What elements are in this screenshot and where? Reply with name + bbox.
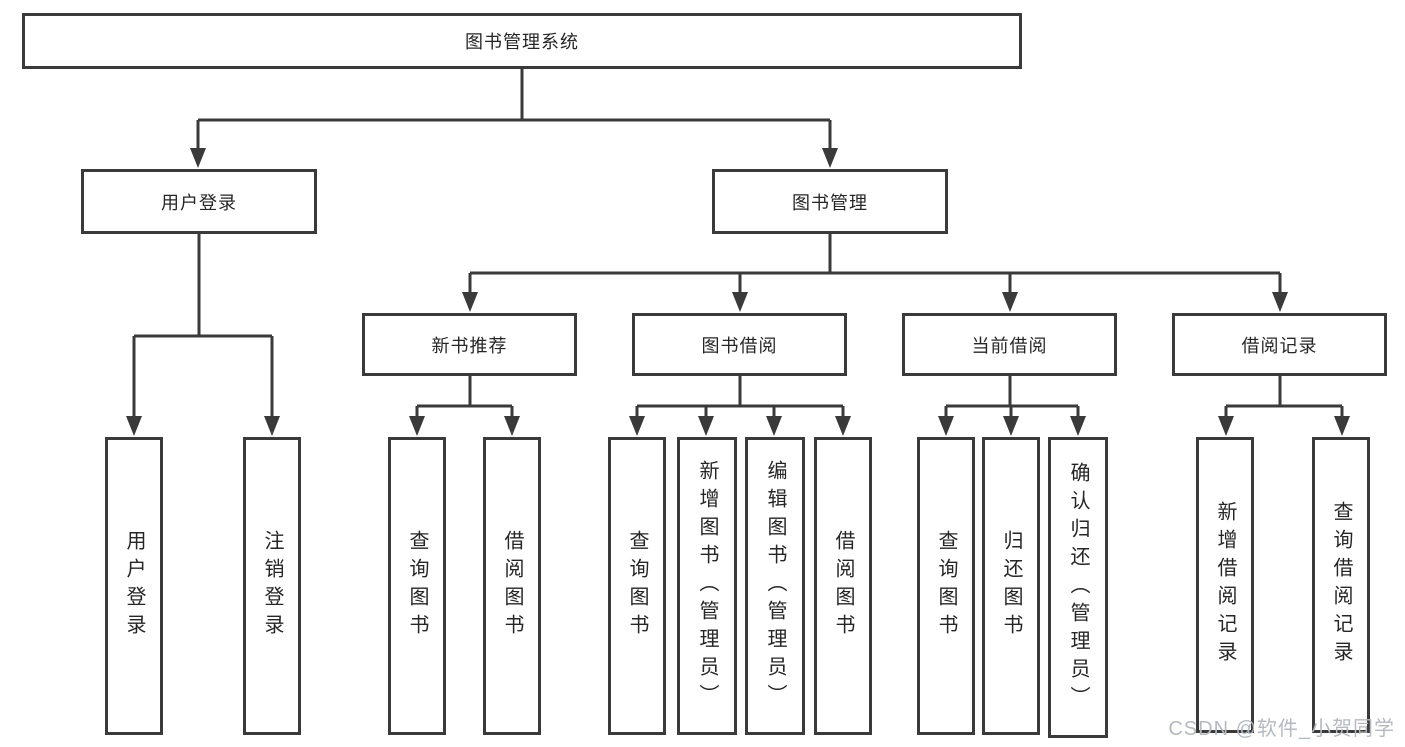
leaf-nb-borrow-book: 借阅图书 [483,437,541,735]
leaf-logout: 注销登录 [243,437,301,735]
node-label: 图书借阅 [701,335,778,356]
node-current-borrow: 当前借阅 [902,313,1117,376]
node-label: 查询图书 [406,530,428,642]
node-label: 当前借阅 [971,335,1048,356]
node-new-book-recommend: 新书推荐 [362,313,577,376]
node-label: 查询借阅记录 [1330,501,1352,669]
node-label: 借阅记录 [1241,335,1318,356]
node-label: 用户登录 [123,530,145,642]
leaf-cb-confirm-return: 确认归还（管理员） [1048,437,1108,738]
node-label: 查询图书 [626,530,648,642]
leaf-br-add-record: 新增借阅记录 [1196,437,1254,733]
node-root: 图书管理系统 [22,13,1022,69]
node-borrow-record: 借阅记录 [1172,313,1387,376]
node-user-login: 用户登录 [81,169,317,234]
node-label: 归还图书 [1000,530,1022,642]
leaf-nb-query-book: 查询图书 [388,437,446,735]
leaf-cb-return-book: 归还图书 [982,437,1040,735]
node-label: 注销登录 [261,530,283,642]
leaf-bb-query-book: 查询图书 [608,437,666,735]
leaf-br-query-record: 查询借阅记录 [1312,437,1370,733]
node-book-borrow: 图书借阅 [632,313,847,376]
node-label: 借阅图书 [501,530,523,642]
node-book-management: 图书管理 [712,169,948,234]
node-label: 图书管理 [792,192,868,213]
node-label: 新增图书（管理员） [696,460,718,712]
leaf-bb-edit-book: 编辑图书（管理员） [745,437,805,735]
node-label: 新书推荐 [431,335,508,356]
node-label: 借阅图书 [832,530,854,642]
leaf-cb-query-book: 查询图书 [917,437,975,735]
leaf-bb-borrow-book: 借阅图书 [814,437,872,735]
node-label: 用户登录 [161,192,237,213]
node-label: 确认归还（管理员） [1067,461,1089,714]
node-label: 查询图书 [935,530,957,642]
leaf-bb-add-book: 新增图书（管理员） [677,437,737,735]
node-label: 编辑图书（管理员） [764,460,786,712]
node-label: 新增借阅记录 [1214,501,1236,669]
csdn-watermark: CSDN @软件_小贺同学 [1168,718,1395,740]
connector-shafts [132,69,1344,418]
node-label: 图书管理系统 [465,32,579,52]
leaf-user-login: 用户登录 [105,437,163,735]
